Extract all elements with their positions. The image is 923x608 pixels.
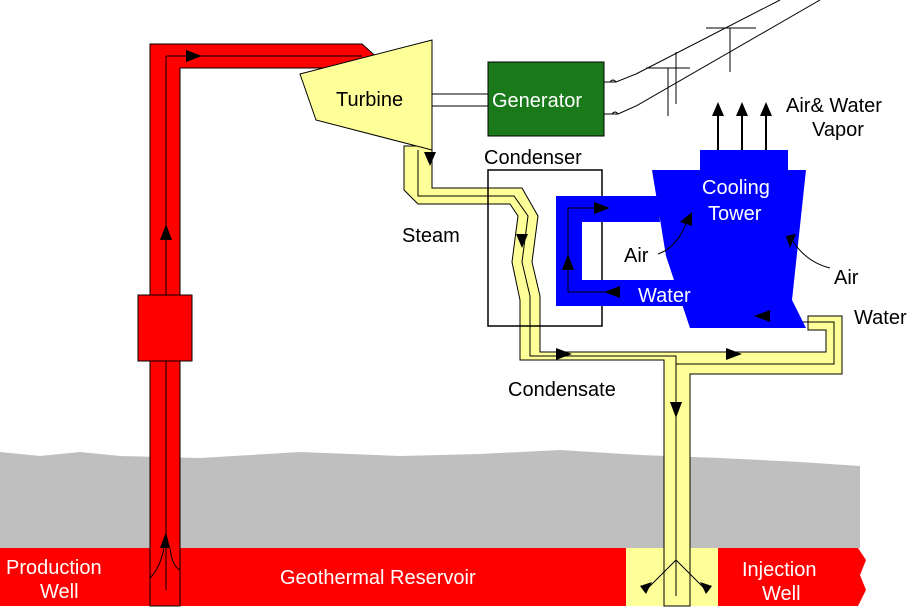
air-label-left: Air (624, 245, 649, 267)
arrow-right-icon (186, 50, 202, 62)
cooling-tower-label-line2: Tower (708, 203, 762, 225)
arrow-down-icon (670, 402, 682, 418)
turbine-label: Turbine (336, 89, 403, 111)
vapor-label-line2: Vapor (812, 119, 864, 141)
air-arrow-right (791, 239, 831, 269)
condenser-box (487, 169, 603, 327)
reservoir-edge (858, 548, 866, 606)
arrow-up-icon (160, 224, 172, 240)
arrow-up-icon (562, 254, 574, 270)
steam-label: Steam (402, 225, 460, 247)
condenser-label: Condenser (484, 147, 582, 169)
cooling-tower-label-line1: Cooling (702, 177, 770, 199)
steam-flow-line (417, 150, 677, 596)
vapor-arrows (712, 102, 772, 150)
condensate-label: Condensate (508, 379, 616, 401)
production-well-label-line1: Production (6, 557, 102, 579)
reservoir-inflow-curve (169, 547, 181, 571)
arrow-down-right-icon (700, 582, 712, 594)
turbine-generator-shaft (432, 93, 488, 107)
arrow-up-right-icon (680, 212, 692, 226)
arrow-down-icon (424, 152, 436, 166)
wellhead-valve (137, 294, 193, 362)
reservoir-label: Geothermal Reservoir (280, 567, 476, 589)
turbine (299, 39, 433, 151)
arrow-up-icon (160, 532, 170, 548)
arrow-left-icon (754, 310, 770, 322)
arrow-up-left-icon (786, 234, 796, 248)
power-lines (604, 0, 821, 116)
cooling-water-loop (556, 196, 694, 306)
arrow-right-icon (726, 348, 742, 360)
generator-label: Generator (492, 90, 582, 112)
injection-split (645, 559, 707, 591)
cooling-tower (652, 170, 806, 328)
injection-well-label-line2: Well (762, 583, 801, 605)
vapor-label-line1: Air& Water (786, 95, 882, 117)
arrow-right-icon (556, 348, 572, 360)
reservoir-inflow-arrow (149, 547, 165, 579)
cooling-tower-top (700, 150, 788, 172)
arrow-left-icon (604, 286, 620, 298)
injection-well-label-line1: Injection (742, 559, 817, 581)
water-right-label: Water (854, 307, 907, 329)
arrow-down-left-icon (640, 582, 652, 594)
ground-layer (0, 450, 860, 548)
steam-pipe (403, 145, 843, 607)
air-arrow-left (657, 223, 687, 255)
water-loop-label: Water (638, 285, 691, 307)
generator (487, 61, 605, 137)
air-label-right: Air (834, 267, 859, 289)
arrow-right-icon (594, 202, 610, 214)
arrow-down-icon (516, 234, 528, 248)
production-well-label-line2: Well (40, 581, 79, 603)
